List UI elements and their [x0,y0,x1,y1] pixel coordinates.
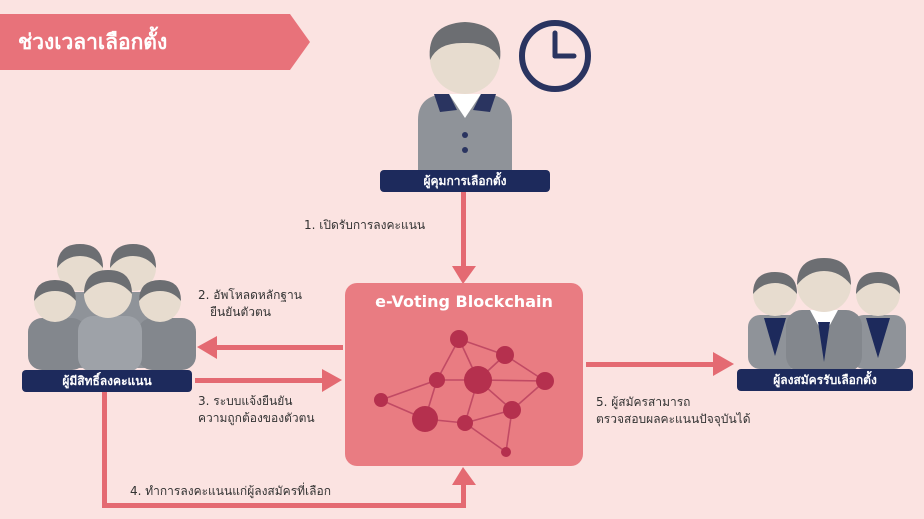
election-official-label: ผู้คุมการเลือกตั้ง [380,170,550,192]
blockchain-box [345,283,583,466]
blockchain-nodes [374,330,554,457]
step5-label-line2: ตรวจสอบผลคะแนนปัจจุบันได้ [596,412,751,426]
voters-label: ผู้มีสิทธิ์ลงคะแนน [22,370,192,392]
voters-group-icon [28,244,196,372]
step1-label: 1. เปิดรับการลงคะแนน [304,218,426,232]
arrow-step4 [102,391,476,508]
banner-title: ช่วงเวลาเลือกตั้ง [18,30,168,54]
banner-ribbon [0,14,310,70]
step5-label-line1: 5. ผู้สมัครสามารถ [596,395,691,409]
step2-label-line2: ยืนยันตัวตน [210,305,271,319]
arrow-step1 [452,192,476,284]
arrow-step2 [197,336,343,359]
candidates-group-icon [748,258,906,372]
arrow-step5 [586,352,734,376]
step2-label-line1: 2. อัพโหลดหลักฐาน [198,288,302,302]
election-official-person-icon [418,22,512,170]
step4-label: 4. ทำการลงคะแนนแก่ผู้ลงสมัครที่เลือก [130,484,331,498]
step3-label-line2: ความถูกต้องของตัวตน [198,411,315,425]
blockchain-title: e-Voting Blockchain [375,292,553,311]
arrow-step3 [195,369,342,392]
step3-label-line1: 3. ระบบแจ้งยืนยัน [198,394,293,408]
clock-icon [519,20,591,92]
candidates-label: ผู้ลงสมัครรับเลือกตั้ง [737,369,913,391]
